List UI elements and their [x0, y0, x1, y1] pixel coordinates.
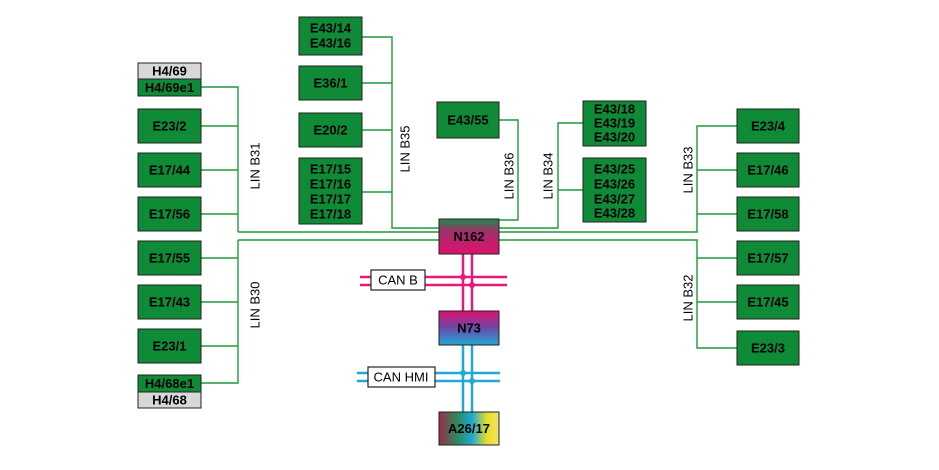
- module-label: E43/14: [310, 21, 352, 36]
- module-e17-45: E17/45: [736, 284, 800, 320]
- lin-b31-label: LIN B31: [248, 143, 263, 190]
- module-e23-3: E23/3: [736, 330, 800, 366]
- lin-b32-label: LIN B32: [681, 275, 696, 322]
- module-a26-17: A26/17: [438, 411, 500, 446]
- module-label: E17/56: [149, 207, 190, 222]
- module-label: H4/69e1: [145, 80, 194, 95]
- module-label: H4/69: [152, 64, 187, 79]
- module-label: E17/17: [310, 192, 351, 207]
- module-label: N73: [457, 321, 481, 336]
- module-label: E23/3: [751, 341, 785, 356]
- module-n73: N73: [438, 310, 500, 346]
- module-e36-1: E36/1: [298, 65, 363, 101]
- module-e23-1: E23/1: [137, 328, 202, 364]
- module-label: E43/55: [447, 113, 488, 128]
- module-label: E23/1: [153, 339, 187, 354]
- module-e43-18-20: E43/18 E43/19 E43/20: [582, 100, 647, 147]
- module-e23-2: E23/2: [137, 108, 202, 144]
- module-label: E17/18: [310, 207, 351, 222]
- module-label: E43/19: [594, 116, 635, 131]
- module-e43-14-16: E43/14 E43/16: [298, 16, 363, 56]
- module-e17-43: E17/43: [137, 284, 202, 320]
- module-e17-46: E17/46: [736, 152, 800, 188]
- lin-b35-label: LIN B35: [398, 126, 413, 173]
- module-label: H4/68: [152, 393, 187, 408]
- module-h4-68e1: H4/68e1: [137, 374, 202, 393]
- module-h4-68: H4/68: [137, 391, 202, 409]
- module-label: E43/28: [594, 206, 635, 221]
- module-e17-44: E17/44: [137, 152, 202, 188]
- module-e17-58: E17/58: [736, 196, 800, 232]
- module-label: E23/2: [153, 119, 187, 134]
- module-label: E23/4: [751, 119, 786, 134]
- lin-wiring: [201, 36, 737, 384]
- module-label: E17/58: [747, 207, 788, 222]
- lin-b36-label: LIN B36: [502, 153, 517, 200]
- module-label: E17/57: [747, 251, 788, 266]
- can-hmi-label-box: [367, 366, 436, 388]
- module-h4-69e1: H4/69e1: [137, 78, 202, 97]
- module-label: E17/55: [149, 251, 190, 266]
- can-hmi-label: CAN HMI: [374, 370, 429, 385]
- can-b-label-box: [370, 269, 426, 291]
- module-h4-69: H4/69: [137, 62, 202, 80]
- module-label: E17/15: [310, 162, 351, 177]
- module-label: E36/1: [314, 76, 348, 91]
- module-label: E17/16: [310, 177, 351, 192]
- module-e17-57: E17/57: [736, 240, 800, 276]
- module-label: H4/68e1: [145, 376, 194, 391]
- module-e43-25-28: E43/25 E43/26 E43/27 E43/28: [582, 157, 647, 223]
- module-label: E43/16: [310, 36, 351, 51]
- module-e23-4: E23/4: [736, 108, 800, 144]
- module-e17-56: E17/56: [137, 196, 202, 232]
- lin-b33-label: LIN B33: [681, 147, 696, 194]
- module-n162: N162: [438, 218, 500, 255]
- can-b-label: CAN B: [378, 273, 418, 288]
- module-e43-55: E43/55: [436, 101, 500, 139]
- module-label: E43/18: [594, 102, 635, 117]
- module-label: E43/26: [594, 177, 635, 192]
- module-label: E17/46: [747, 163, 788, 178]
- module-e17-15-18: E17/15 E17/16 E17/17 E17/18: [298, 157, 363, 225]
- module-label: A26/17: [448, 421, 490, 436]
- lin-b34-label: LIN B34: [541, 153, 556, 200]
- module-e20-2: E20/2: [298, 112, 363, 148]
- module-e17-55: E17/55: [137, 240, 202, 276]
- module-label: E43/27: [594, 192, 635, 207]
- module-label: E17/45: [747, 295, 788, 310]
- module-label: E17/43: [149, 295, 190, 310]
- module-label: N162: [453, 229, 484, 244]
- module-label: E20/2: [314, 123, 348, 138]
- module-label: E17/44: [149, 163, 191, 178]
- module-label: E43/25: [594, 162, 635, 177]
- module-label: E43/20: [594, 130, 635, 145]
- lin-b30-label: LIN B30: [248, 282, 263, 329]
